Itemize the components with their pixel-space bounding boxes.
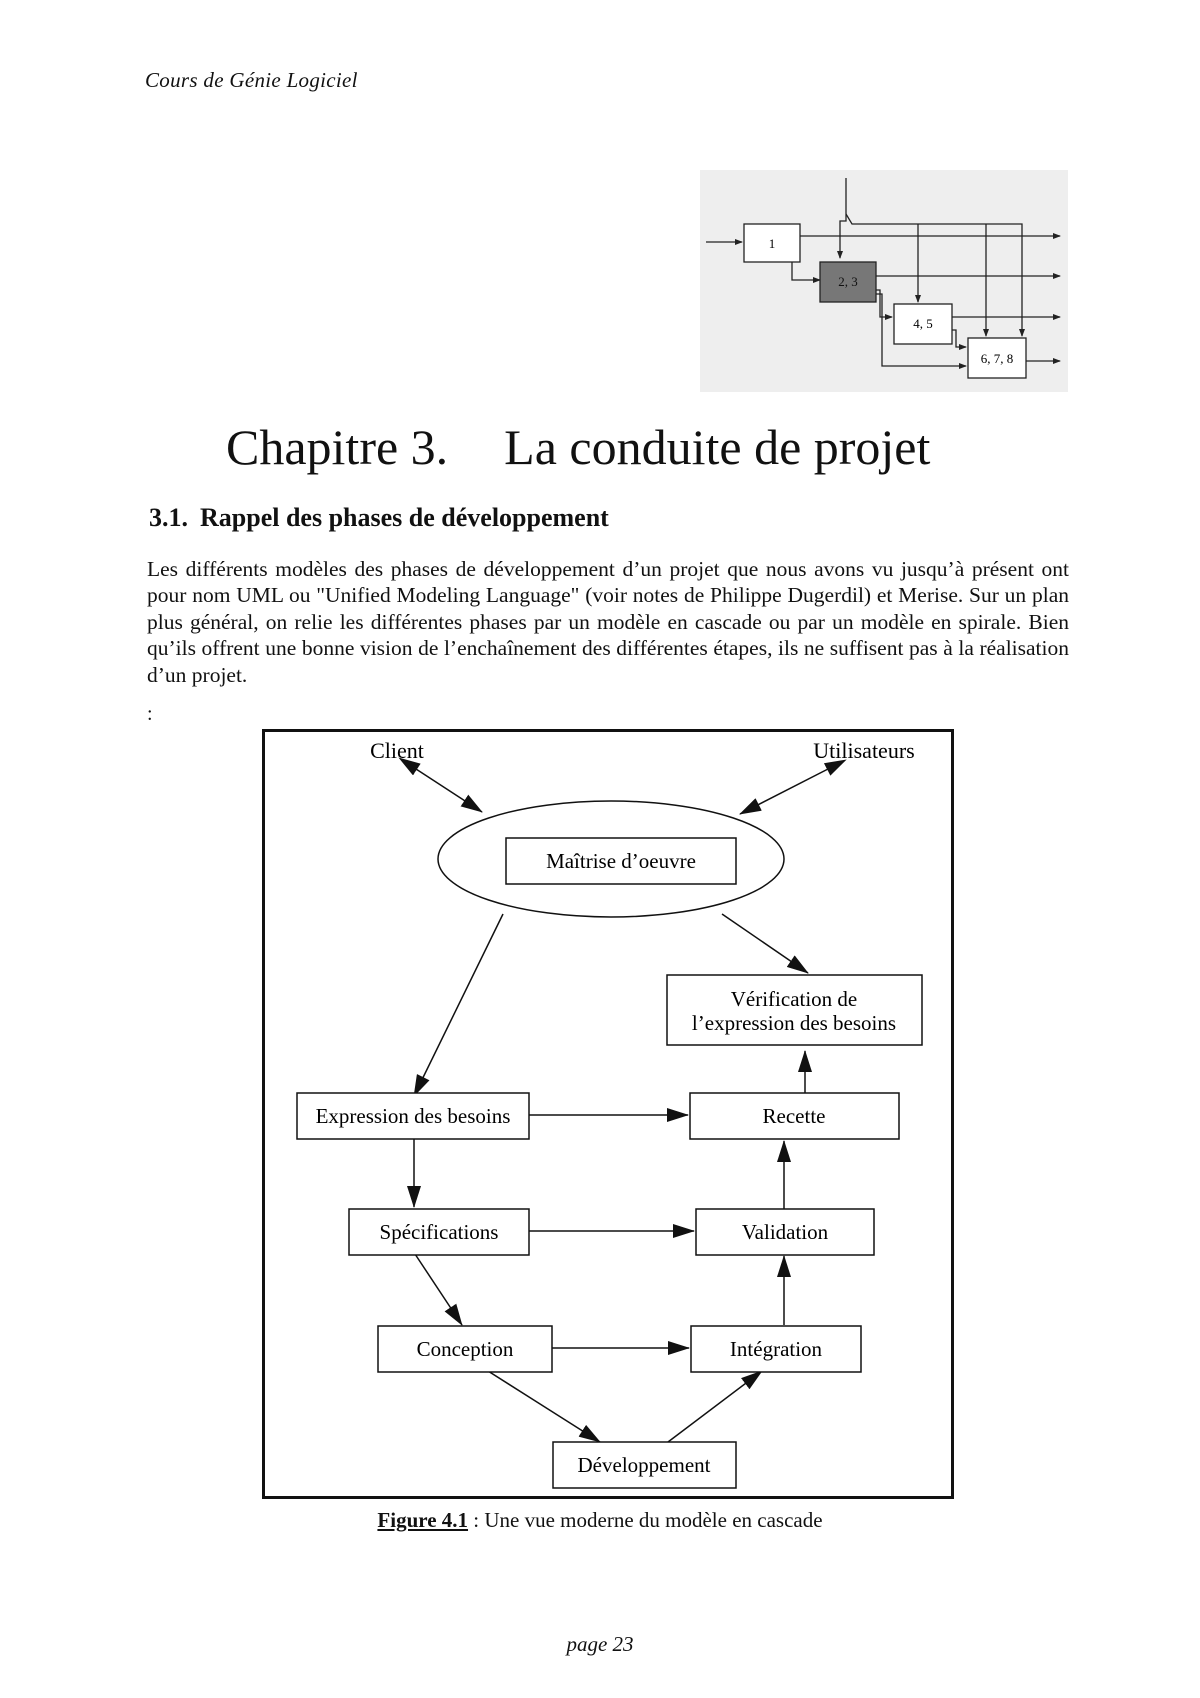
figure-caption-text: : Une vue moderne du modèle en cascade xyxy=(468,1508,823,1532)
verification-label-line2: l’expression des besoins xyxy=(692,1011,896,1035)
label-client: Client xyxy=(370,738,424,763)
expression-box xyxy=(296,1092,530,1140)
figure-caption: Figure 4.1 : Une vue moderne du modèle e… xyxy=(0,1508,1200,1533)
section-heading: 3.1. Rappel des phases de développement xyxy=(149,503,609,533)
validation-label: Validation xyxy=(742,1220,829,1244)
developpement-label: Développement xyxy=(578,1453,711,1477)
verification-label-line1: Vérification de xyxy=(731,987,858,1011)
body-paragraph: Les différents modèles des phases de dév… xyxy=(147,557,1069,687)
developpement-box xyxy=(552,1441,737,1489)
page-number: page 23 xyxy=(566,1632,634,1656)
section-title: Rappel des phases de développement xyxy=(200,503,609,532)
waterfall-figure: Client Utilisateurs Maîtrise d’oeuvre Vé… xyxy=(262,729,954,1499)
expression-label: Expression des besoins xyxy=(316,1104,511,1128)
specifications-box xyxy=(348,1208,530,1256)
deco-box-1-label: 1 xyxy=(769,236,776,251)
figure-caption-label: Figure 4.1 xyxy=(377,1508,469,1532)
arrow-client-maitrise xyxy=(398,757,483,813)
label-utilisateurs: Utilisateurs xyxy=(813,738,914,763)
stray-colon: : xyxy=(147,703,153,725)
verification-box xyxy=(666,974,923,1046)
arrow-conception-developpement xyxy=(487,1370,601,1443)
deco-box-2-3-label: 2, 3 xyxy=(838,274,858,289)
deco-box-6-7-8-label: 6, 7, 8 xyxy=(981,351,1014,366)
integration-label: Intégration xyxy=(730,1337,823,1361)
deco-box-2-3 xyxy=(819,261,877,303)
maitrise-box xyxy=(505,837,737,885)
maitrise-label: Maîtrise d’oeuvre xyxy=(546,849,696,873)
arrow-maitrise-expression xyxy=(413,913,504,1097)
recette-label: Recette xyxy=(763,1104,826,1128)
deco-box-6-7-8 xyxy=(967,337,1027,379)
arrow-utilisateurs-maitrise xyxy=(739,759,847,815)
chapter-decoration-diagram: 1 2, 3 4, 5 6, 7, 8 xyxy=(700,170,1068,392)
conception-label: Conception xyxy=(417,1337,514,1361)
section-number: 3.1. xyxy=(149,503,188,532)
deco-box-4-5-label: 4, 5 xyxy=(913,316,933,331)
integration-box xyxy=(690,1325,862,1373)
running-header: Cours de Génie Logiciel xyxy=(145,68,358,92)
validation-box xyxy=(695,1208,875,1256)
chapter-heading: Chapitre 3. La conduite de projet xyxy=(226,418,930,476)
specifications-label: Spécifications xyxy=(380,1220,499,1244)
conception-box xyxy=(377,1325,553,1373)
deco-box-4-5 xyxy=(893,303,953,345)
recette-box xyxy=(689,1092,900,1140)
chapter-title: La conduite de projet xyxy=(504,419,931,475)
chapter-number: Chapitre 3. xyxy=(226,419,449,475)
arrow-developpement-integration xyxy=(667,1370,763,1443)
arrow-specifications-conception xyxy=(414,1253,463,1326)
arrow-maitrise-verification xyxy=(721,913,809,974)
deco-box-1 xyxy=(743,223,801,263)
